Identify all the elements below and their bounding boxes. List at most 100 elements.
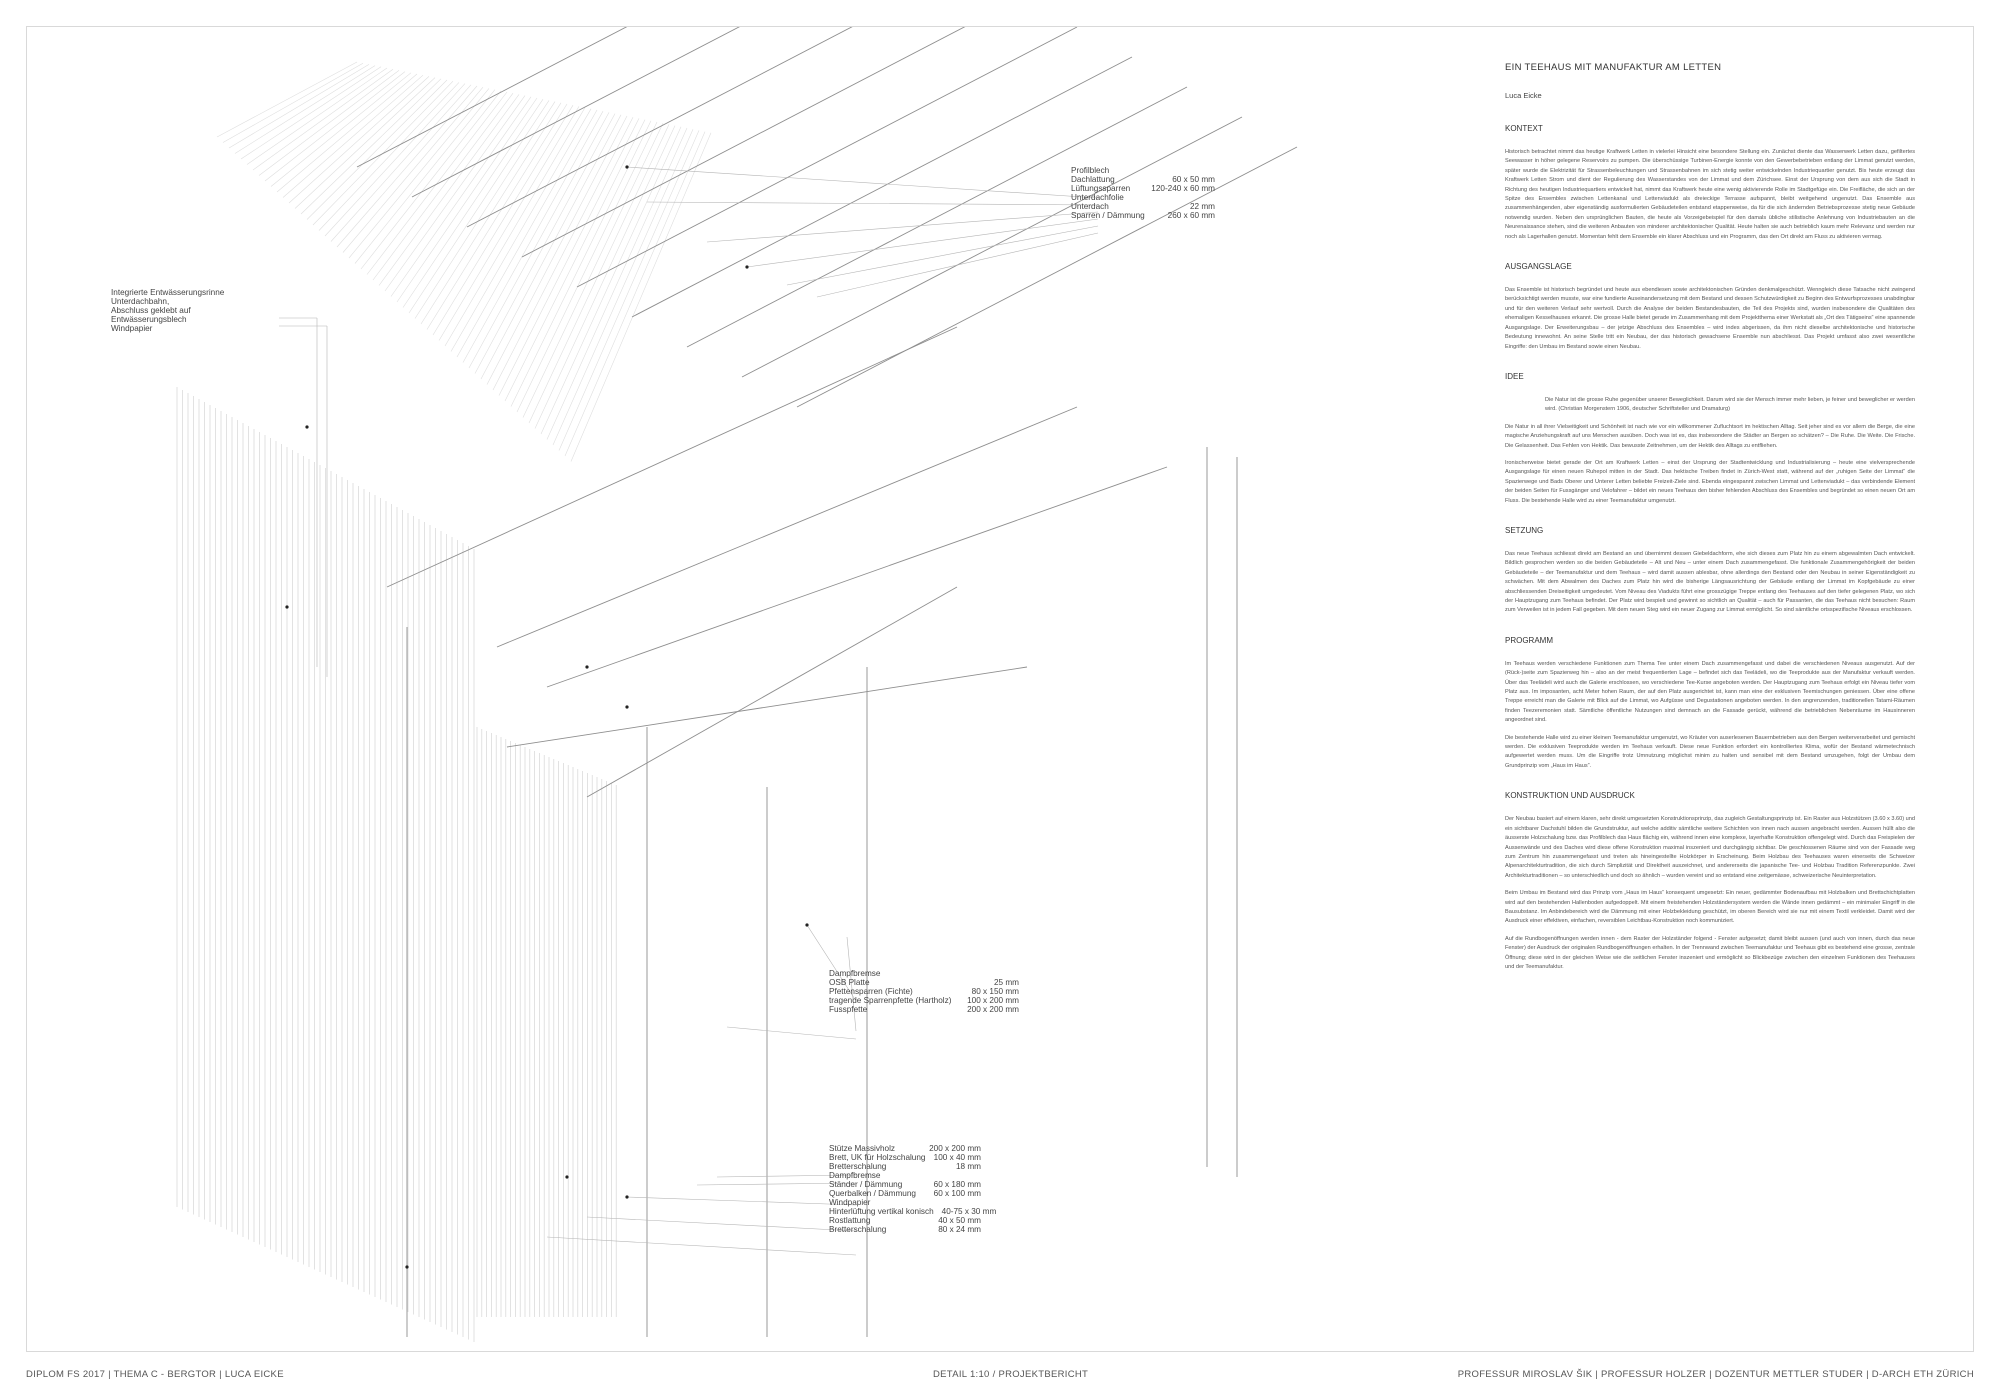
layer-label: tragende Sparrenpfette (Hartholz)100 x 2… (829, 996, 1019, 1005)
roof-profile-line (372, 93, 514, 281)
roof-profile-line (456, 109, 598, 358)
layer-name: Fusspfette (829, 1005, 868, 1014)
section-paragraph: Das Ensemble ist historisch begründet un… (1505, 287, 1915, 350)
layer-label: Dampfbremse (829, 1171, 981, 1180)
roof-profile-line (432, 105, 574, 336)
layer-dimension: 60 x 50 mm (1172, 175, 1215, 184)
layer-name: Rostlattung (829, 1216, 871, 1225)
rafter (411, 27, 740, 198)
layer-name: OSB Platte (829, 978, 870, 987)
leader-line (626, 166, 1099, 199)
roof-profile-line (318, 82, 460, 231)
roof-profile-line (390, 96, 532, 297)
roof-profile-line (246, 67, 388, 165)
roof-beam (506, 666, 1028, 748)
layer-label: Windpapier (111, 324, 251, 333)
rafter (631, 56, 1133, 318)
roof-profile-line (396, 97, 538, 303)
section-paragraph: Auf die Rundbogenöffnungen werden innen … (1505, 935, 1915, 970)
layer-dimension: 60 x 100 mm (933, 1189, 981, 1198)
layer-label: Integrierte Entwässerungsrinne (111, 288, 251, 297)
leader-line (786, 225, 1099, 286)
roof-profile-line (336, 85, 478, 248)
layer-dimension: 40 x 50 mm (938, 1216, 981, 1225)
layer-name: Bretterschalung (829, 1225, 887, 1234)
roof-profile-line (294, 77, 436, 209)
rafter (686, 86, 1188, 348)
roof-profile-line (504, 119, 646, 402)
leader-line (626, 1196, 857, 1206)
section-paragraph: Die bestehende Halle wird zu einer klein… (1505, 734, 1915, 769)
section-quote: Die Natur ist die grosse Ruhe gegenüber … (1545, 396, 1915, 413)
leader-line (806, 924, 857, 1002)
layer-label: Lüftungssparren 120-240 x 60 mm (1071, 184, 1215, 193)
leader-line (586, 1216, 857, 1232)
layer-dimension: 60 x 180 mm (933, 1180, 981, 1189)
roof-profile-line (234, 65, 376, 154)
layer-label: Entwässerungsblech (111, 315, 251, 324)
section-marker (625, 1195, 629, 1199)
layer-name: Lüftungssparren (1071, 184, 1131, 193)
layer-label: Unterdachbahn, (111, 297, 251, 306)
layer-dimension: 40-75 x 30 mm (941, 1207, 997, 1216)
project-report: EIN TEEHAUS MIT MANUFAKTUR AM LETTEN Luc… (1505, 62, 1915, 992)
layer-dimension: 22 mm (1189, 202, 1215, 211)
layer-dimension: 120-240 x 60 mm (1151, 184, 1215, 193)
roof-profile-line (252, 68, 394, 171)
layer-dimension: 25 mm (993, 978, 1019, 987)
layer-label: Dampfbremse (829, 969, 1019, 978)
leader-line (716, 1174, 857, 1178)
roof-profile-line (402, 99, 544, 308)
roof-profile-line (498, 118, 640, 396)
report-title: EIN TEEHAUS MIT MANUFAKTUR AM LETTEN (1505, 62, 1722, 73)
layer-dimension: 80 x 150 mm (971, 987, 1019, 996)
layer-name: Unterdach (1071, 202, 1109, 211)
roof-profile-line (216, 61, 358, 138)
roof-profile-line (426, 103, 568, 330)
roof-profile-line (342, 87, 484, 253)
section-marker (585, 665, 589, 669)
leader-line (726, 1026, 857, 1040)
rafter (741, 116, 1243, 378)
roof-profile-line (528, 124, 670, 424)
roof-profile-line (546, 127, 688, 440)
rafter (521, 27, 966, 258)
rafter (466, 27, 853, 228)
layer-label: Unterdach 22 mm (1071, 202, 1215, 211)
roof-profile-line (462, 111, 604, 363)
section-marker (565, 1175, 569, 1179)
roof-profile-line (288, 76, 430, 204)
layer-name: Unterdachfolie (1071, 193, 1124, 202)
layer-dimension: 80 x 24 mm (938, 1225, 981, 1234)
section-markers (285, 165, 809, 1269)
layer-name: Dachlattung (1071, 175, 1115, 184)
layer-label: Rostlattung 40 x 50 mm (829, 1216, 981, 1225)
roof-beam (586, 586, 958, 798)
roof-profile-line (516, 121, 658, 413)
section-heading: KONSTRUKTION UND AUSDRUCK (1505, 791, 1635, 801)
layer-label: Dachlattung 60 x 50 mm (1071, 175, 1215, 184)
roof-profile-line (378, 94, 520, 286)
roof-profile-line (474, 113, 616, 374)
roof-profile-lines (216, 61, 712, 462)
section-paragraph: Das neue Teehaus schliesst direkt am Bes… (1505, 550, 1915, 614)
rafter (356, 27, 628, 168)
section-paragraph: Beim Umbau im Bestand wird das Prinzip v… (1505, 890, 1915, 925)
layer-label: Unterdachfolie (1071, 193, 1215, 202)
roof-profile-line (486, 115, 628, 385)
layer-name: Windpapier (111, 324, 153, 333)
roof-profile-line (420, 102, 562, 325)
layer-name: Abschluss geklebt auf (111, 306, 191, 315)
section-marker (625, 705, 629, 709)
roof-profile-line (522, 123, 664, 418)
sheet-frame (26, 26, 1974, 1352)
